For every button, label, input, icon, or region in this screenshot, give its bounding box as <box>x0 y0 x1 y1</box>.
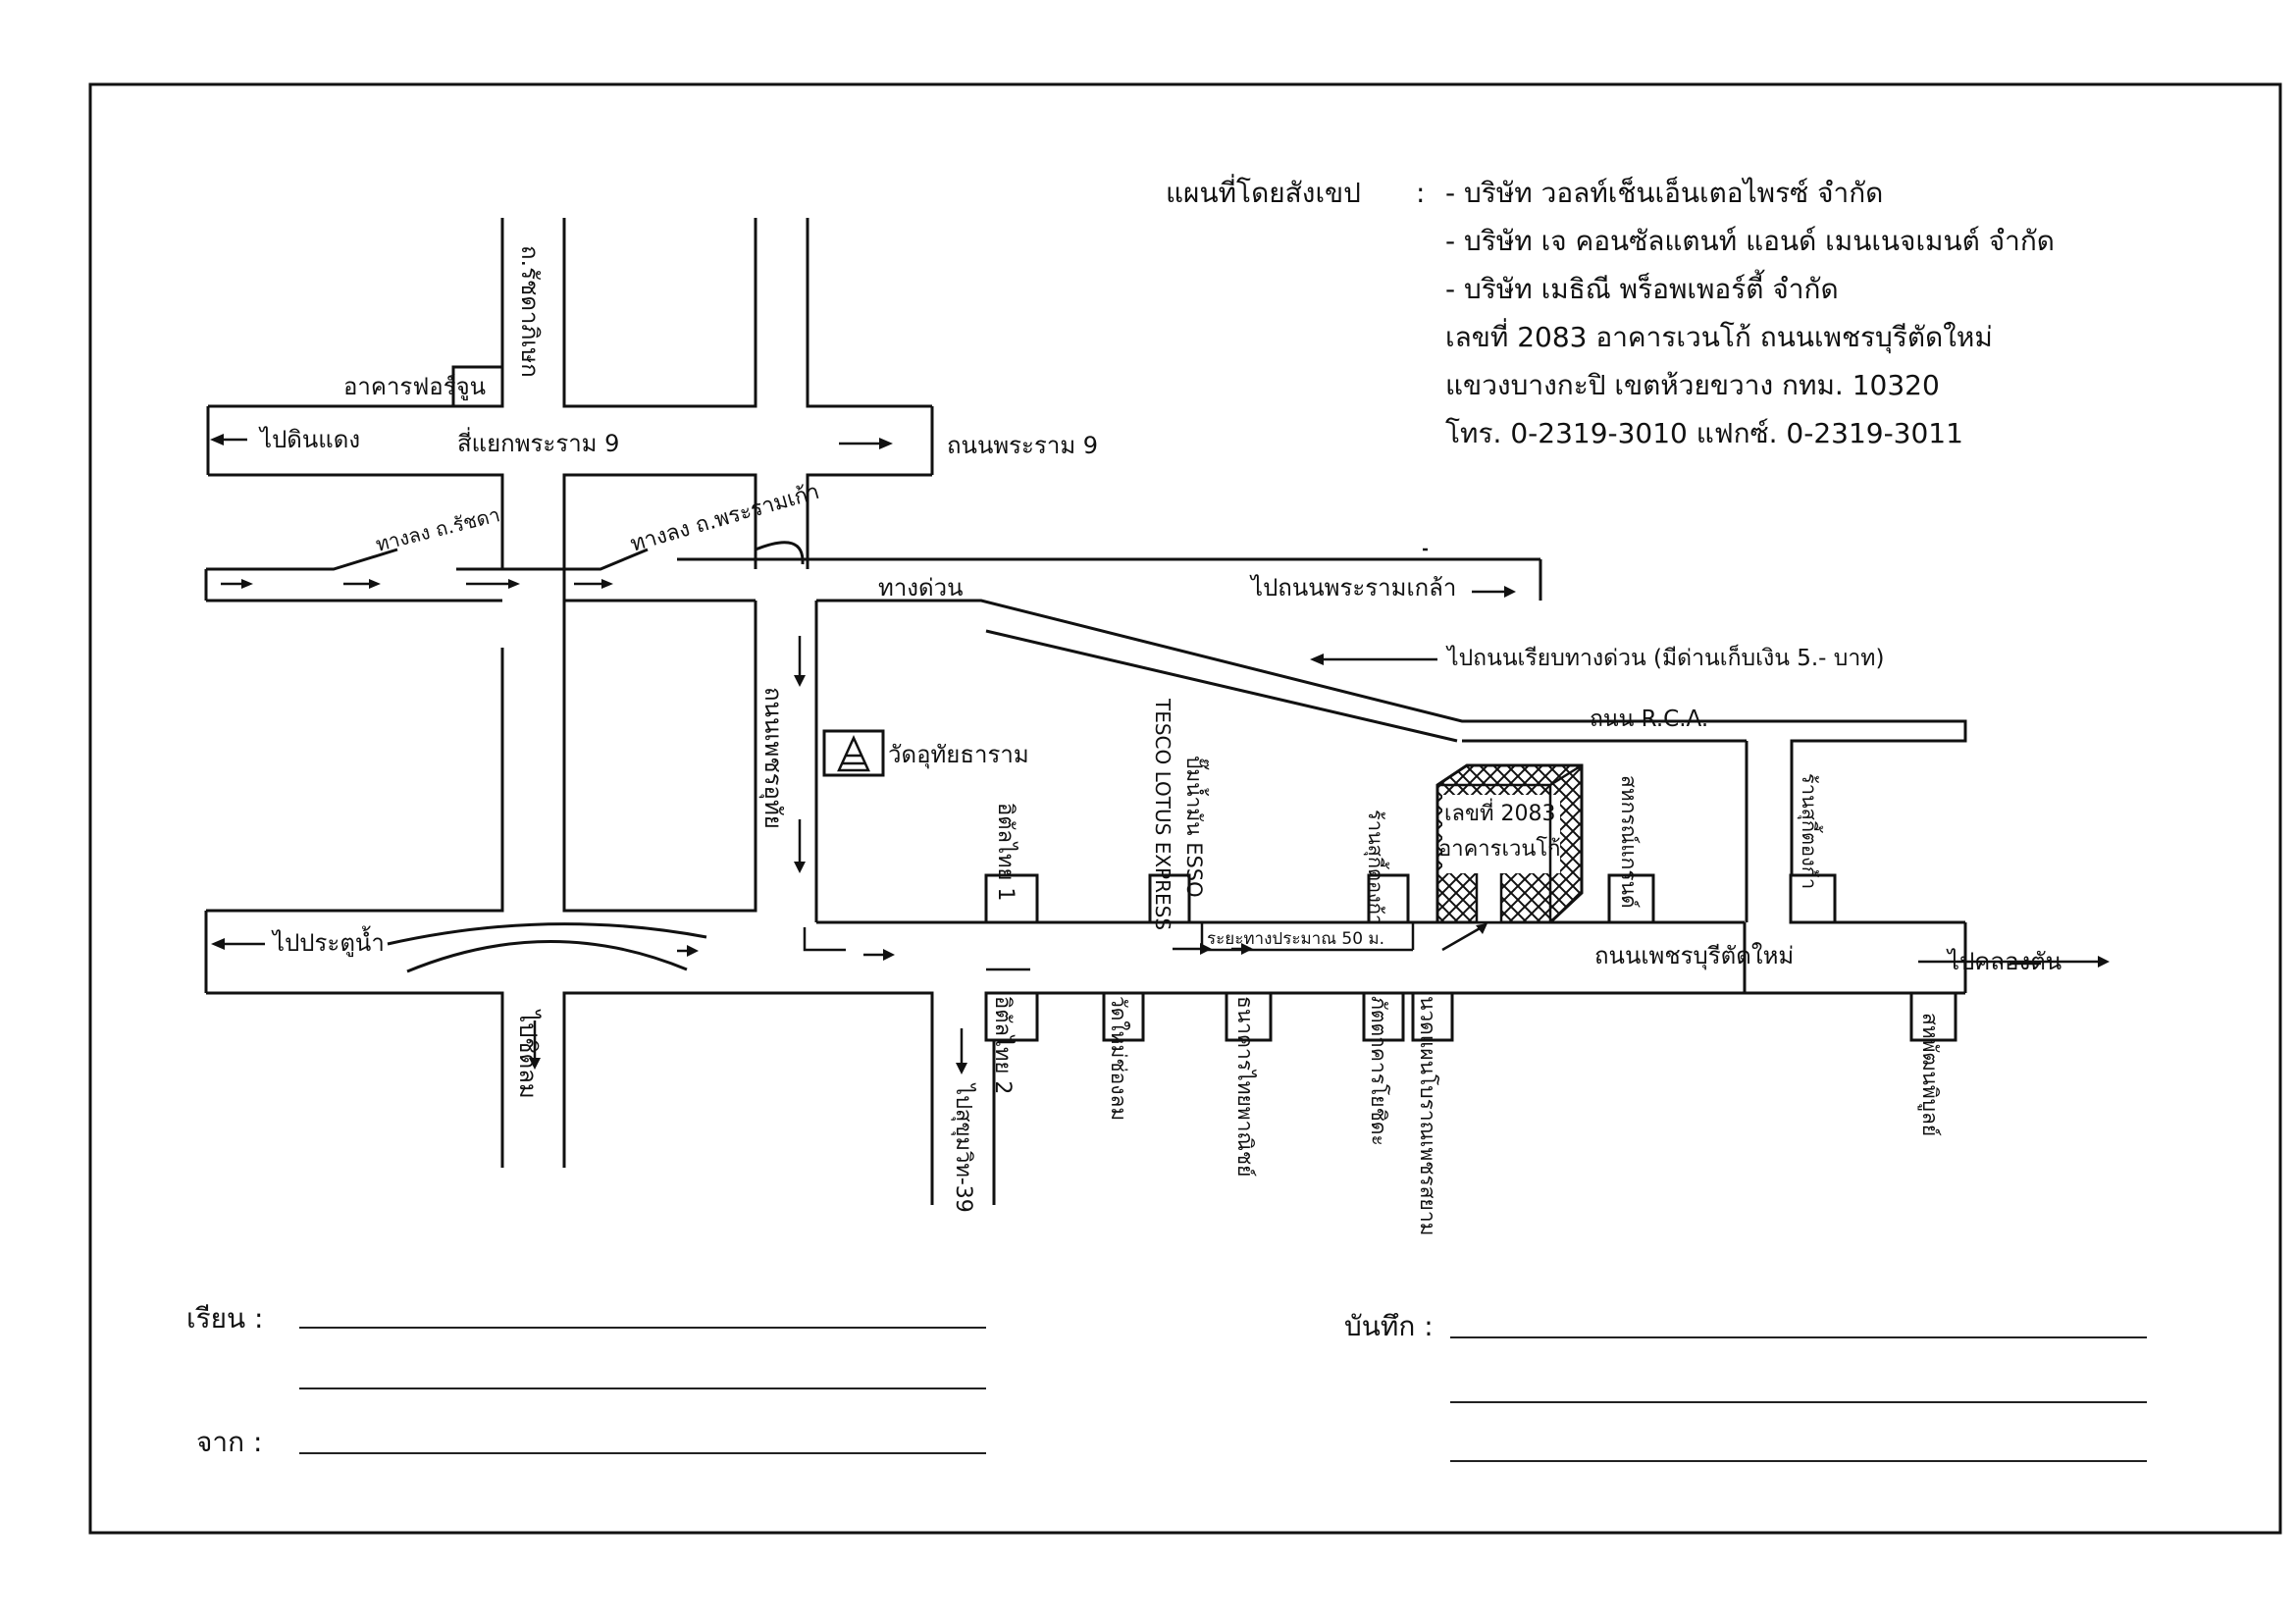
company-1: - บริษัท วอลท์เช็นเอ็นเตอไพรซ์ จำกัด <box>1445 177 1884 209</box>
to-chidlom-label: ไปชิดลม <box>514 1009 542 1099</box>
target-building <box>1435 763 1584 924</box>
memo-label: บันทึก : <box>1344 1310 1434 1342</box>
hotel-label: สหกรณ์แกรนด์ <box>1617 775 1641 909</box>
company-3: - บริษัท เมธิณี พร็อพเพอร์ตี้ จำกัด <box>1445 273 1839 305</box>
map-heading: แผนที่โดยสังเขป <box>1166 177 1361 209</box>
memo-field-line-1[interactable] <box>1450 1336 2147 1338</box>
to-din-daeng-label: ไปดินแดง <box>258 426 360 453</box>
to-rama9-klao-label: ไปถนนพระรามเกล้า <box>1249 574 1456 602</box>
to-pratunam-label: ไปประตูน้ำ <box>271 925 385 958</box>
wat-chong-lom-label: วัดใหม่ช่องลม <box>1107 996 1130 1121</box>
address-row-2: แขวงบางกะปิ เขตห้วยขวาง กทม. 10320 <box>1166 361 2055 409</box>
direction-arrows <box>210 434 2110 1074</box>
tesco-label: TESCO LOTUS EXPRESS <box>1151 698 1174 930</box>
sahapat-label: สหพัฒนพิบูลย์ <box>1917 1013 1942 1136</box>
rama9-intersection-label: สี่แยกพระราม 9 <box>457 427 619 457</box>
restaurant-label: ภัตตาคารโยชิดะ <box>1367 996 1390 1146</box>
memo-field-line-3[interactable] <box>1450 1460 2147 1462</box>
address-line-1: เลขที่ 2083 อาคารเวนโก้ ถนนเพชรบุรีตัดให… <box>1445 321 1993 353</box>
from-label: จาก : <box>196 1426 263 1458</box>
rca-road-label: ถนน R.C.A. <box>1590 707 1708 732</box>
company-row-2: - บริษัท เจ คอนซัลแตนท์ แอนด์ เมนเนจเมนต… <box>1166 217 2055 265</box>
expressway-road <box>204 548 1967 922</box>
to-sukhumvit-label: ไปสุขุมวิท-39 <box>951 1082 976 1213</box>
company-info: แผนที่โดยสังเขป: - บริษัท วอลท์เช็นเอ็นเต… <box>1166 169 2055 457</box>
to-label: เรียน : <box>186 1302 264 1335</box>
rama9-road-label: ถนนพระราม 9 <box>947 432 1098 459</box>
company-row-3: - บริษัท เมธิณี พร็อพเพอร์ตี้ จำกัด <box>1166 265 2055 313</box>
phone-line: โทร. 0-2319-3010 แฟกซ์. 0-2319-3011 <box>1445 417 1963 449</box>
phetchaburi-new-road-label: ถนนเพชรบุรีตัดใหม่ <box>1594 942 1794 970</box>
company-2: - บริษัท เจ คอนซัลแตนท์ แอนด์ เมนเนจเมนต… <box>1445 225 2055 257</box>
expressway-label: ทางด่วน <box>878 574 963 602</box>
big-c-label: ร้านสุกี้ตองก้า <box>1797 773 1823 889</box>
distance-label: ระยะทางประมาณ 50 ม. <box>1207 929 1384 949</box>
phone-row: โทร. 0-2319-3010 แฟกซ์. 0-2319-3011 <box>1166 409 2055 457</box>
fortune-building-label: อาคารฟอร์จูน <box>343 373 486 401</box>
to-field-line-2[interactable] <box>299 1387 986 1389</box>
address-line-2: แขวงบางกะปิ เขตห้วยขวาง กทม. 10320 <box>1445 369 1940 401</box>
distance-marker <box>1200 922 1415 952</box>
soi-1-label: อิตัลไทย 1 <box>993 803 1018 901</box>
target-label-line2: อาคารเวนโก้ <box>1438 836 1561 862</box>
soi-2-label: อิตัลไทย 2 <box>990 996 1016 1094</box>
landmark-boxes <box>451 365 1957 1042</box>
bank-thai-label: ธนาคารไทยพาณิชย์ <box>1233 996 1257 1177</box>
address-row-1: เลขที่ 2083 อาคารเวนโก้ ถนนเพชรบุรีตัดให… <box>1166 313 2055 361</box>
to-khlong-ton-label: ไปคลองตัน <box>1946 948 2061 975</box>
side-road-label: ถนนเพชรอุทัย <box>758 687 787 829</box>
to-expressway-road-label: ไปถนนเรียบทางด่วน (มีด่านเก็บเงิน 5.- บา… <box>1445 643 1884 671</box>
from-field-line[interactable] <box>299 1452 986 1454</box>
heading-separator: : <box>1416 177 1426 209</box>
to-field-line-1[interactable] <box>299 1327 986 1329</box>
phetchaburi-road <box>204 601 1967 1205</box>
target-label-line1: เลขที่ 2083 <box>1444 798 1556 826</box>
massage-label: นวดแผนโบราณเพชรสยาม <box>1416 996 1439 1235</box>
wat-label: วัดอุทัยธาราม <box>888 741 1029 769</box>
page-border <box>88 82 2282 1535</box>
ramp-loop <box>755 541 805 565</box>
median-curve <box>406 940 688 973</box>
esso-label: ปั๊มน้ำมัน ESSO <box>1182 756 1210 898</box>
rabbit-shop-label: ร้านสุกี้ตองก้า <box>1363 810 1389 925</box>
ratchada-road-label: ถ.รัชดาภิเษก <box>516 245 544 378</box>
company-row-1: แผนที่โดยสังเขป: - บริษัท วอลท์เช็นเอ็นเต… <box>1166 169 2055 217</box>
memo-field-line-2[interactable] <box>1450 1401 2147 1403</box>
median-curve-upper <box>387 922 707 946</box>
exit-rama9-label: ทางลง ถ.พระรามเก้า <box>628 480 822 557</box>
exit-ratchada-label: ทางลง ถ.รัชดา <box>373 502 502 556</box>
rama9-road <box>206 218 934 648</box>
